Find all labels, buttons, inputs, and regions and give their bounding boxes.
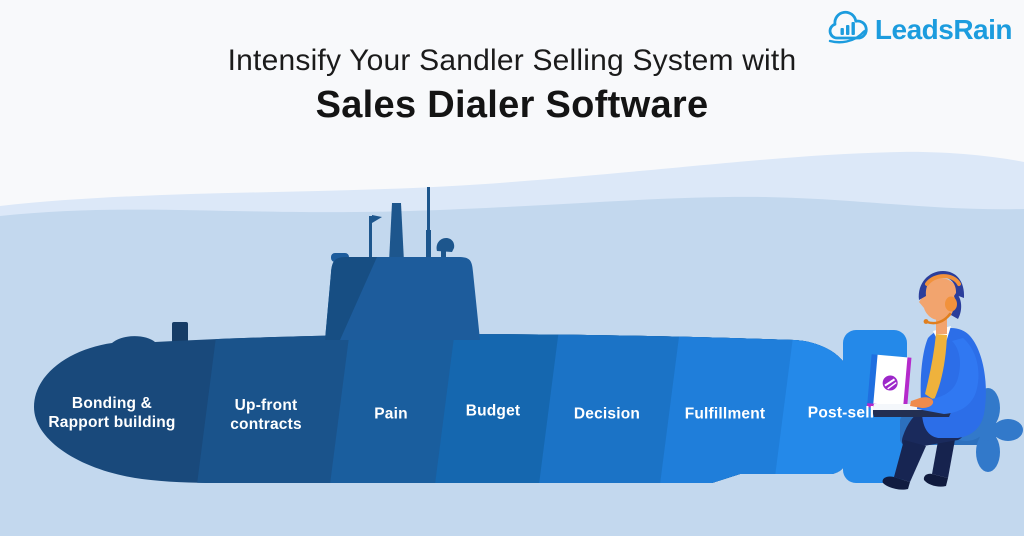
stage-label-line: Fulfillment xyxy=(684,405,766,423)
laptop-back-edge xyxy=(867,354,879,407)
flag-mast-icon xyxy=(369,216,372,262)
stage-label-line: Budget xyxy=(465,402,521,420)
stage-label-line: Up-front xyxy=(234,397,298,414)
stage-label-postsell: Post-sell xyxy=(808,404,874,423)
laptop-logo-slash2 xyxy=(887,381,897,390)
stage-label-bonding-rapport: Bonding & Rapport building xyxy=(48,394,175,432)
stage-label-line: contracts xyxy=(230,416,302,433)
flag-icon xyxy=(372,215,382,223)
shoe-back xyxy=(923,473,948,487)
stage-label-line: Pain xyxy=(374,405,408,423)
stage-label-line: Rapport building xyxy=(48,414,176,431)
stage-label-pain: Pain xyxy=(374,405,408,424)
headline: Intensify Your Sandler Selling System wi… xyxy=(0,44,1024,127)
antenna-icon xyxy=(427,187,430,233)
shoe-front xyxy=(882,476,910,490)
stage-label-fulfillment: Fulfillment xyxy=(685,405,766,424)
headset-mic-icon xyxy=(925,312,952,325)
headline-line2: Sales Dialer Software xyxy=(315,84,709,126)
stage-label-upfront-contracts: Up-front contracts xyxy=(230,396,302,434)
tie xyxy=(925,334,947,400)
laptop-screen xyxy=(866,354,912,411)
salesperson-illustration xyxy=(866,271,986,490)
stage-label-decision: Decision xyxy=(574,405,640,424)
bow-stub xyxy=(172,322,188,346)
mic-tip xyxy=(923,319,929,324)
stage-label-line: Bonding & xyxy=(71,395,153,412)
sail-shadow xyxy=(325,257,377,340)
periscope-icon xyxy=(389,203,404,262)
hand xyxy=(910,397,934,408)
headline-line1: Intensify Your Sandler Selling System wi… xyxy=(227,44,797,77)
leadsrain-cloud-icon xyxy=(828,10,868,44)
jacket-arm xyxy=(917,338,979,414)
conning-tower xyxy=(325,253,480,340)
leadsrain-logo-text: LeadsRain xyxy=(874,14,1013,45)
neck xyxy=(936,318,947,334)
scope-head-icon xyxy=(436,238,455,252)
periscope-masts xyxy=(369,187,455,264)
headset-band-icon xyxy=(925,274,961,286)
hull-segment-fulfillment xyxy=(658,334,848,483)
laptop-edge-right xyxy=(902,357,912,411)
leadsrain-logo[interactable]: LeadsRain xyxy=(824,10,1013,50)
headset-earcup-icon xyxy=(945,296,957,312)
antenna-base xyxy=(426,230,431,263)
laptop-logo-slash xyxy=(884,378,896,387)
stage-label-line: Decision xyxy=(573,405,641,423)
leg-calf xyxy=(894,440,926,482)
stage-label-line: Post-sell xyxy=(807,404,875,422)
stage-label-budget: Budget xyxy=(466,402,521,421)
